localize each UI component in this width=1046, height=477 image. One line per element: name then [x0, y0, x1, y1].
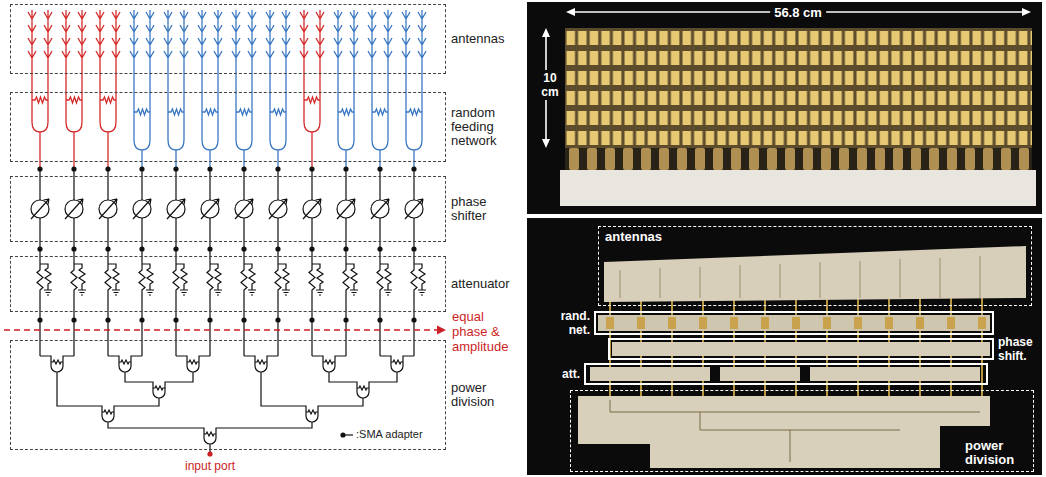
feed-lines [32, 70, 422, 169]
power-division-board [578, 396, 990, 468]
reference-plane-label: equal phase & amplitude [452, 309, 518, 354]
antenna-board [604, 246, 1026, 302]
attenuator-board [810, 367, 980, 381]
reference-arrowhead [437, 326, 446, 335]
foam-support [560, 170, 1036, 206]
photo-board-box: rand. net. [594, 311, 994, 335]
input-port-dot [207, 451, 212, 456]
region-label: phase shift. [998, 335, 1040, 363]
reference-arrow [4, 329, 439, 331]
photo-board-box: att. [584, 363, 988, 385]
height-arrowhead [542, 28, 550, 37]
random-network-board [598, 315, 990, 331]
channel-chain [31, 166, 426, 356]
stage-region: antennas [10, 4, 446, 74]
stage-region: random feeding network [10, 92, 446, 162]
photo-region: power division [570, 390, 1034, 472]
region-label: antennas [605, 230, 685, 244]
photo-board-box: phase shift. [608, 338, 994, 360]
legend-sample-dot [340, 432, 345, 437]
power-divider-symbols [51, 360, 403, 448]
dimension-label: 10 cm [535, 70, 565, 100]
legend-text: :SMA adapter [356, 428, 423, 441]
attenuator-board [720, 367, 800, 381]
random-network-parts [598, 317, 990, 329]
region-label: phase shifter [451, 195, 517, 223]
region-label: random feeding network [451, 106, 517, 148]
region-label: power division [965, 439, 1027, 467]
power-division-traces [610, 400, 980, 462]
photo-background [527, 218, 1042, 475]
photo-region: antennas [598, 226, 1032, 306]
connectors [565, 148, 1032, 172]
stage-region: phase shifter [10, 176, 446, 242]
dimension-label: 56.8 cm [770, 4, 826, 21]
port-label: input port [185, 459, 235, 473]
phase-shifter-board [612, 342, 990, 356]
region-label: power division [451, 381, 517, 409]
region-label: att. [546, 367, 580, 381]
height-arrowhead [542, 139, 550, 148]
width-arrowhead [566, 8, 575, 16]
photo-background [527, 2, 1042, 214]
attenuator-board [590, 367, 710, 381]
stage-region: attenuator [10, 256, 446, 312]
legend-sample-line [345, 434, 353, 435]
antenna-columns [28, 10, 426, 70]
width-arrowhead [1022, 8, 1031, 16]
connector-row [565, 148, 1032, 172]
region-label: antennas [451, 32, 517, 46]
antenna-panel [565, 28, 1032, 148]
region-label: rand. net. [545, 309, 590, 337]
region-label: attenuator [451, 277, 517, 291]
antenna-patches [565, 28, 1032, 148]
antenna-board-traces [620, 256, 980, 298]
